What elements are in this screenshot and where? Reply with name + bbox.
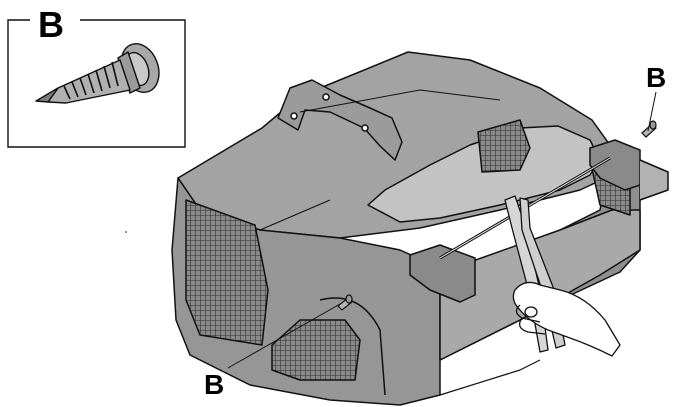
inset-detail: B (7, 4, 186, 148)
leader-line-bottom (227, 303, 341, 369)
inset-label: B (38, 4, 64, 45)
hand (512, 281, 621, 357)
label-screw-bottom: B (204, 369, 224, 400)
bracket-front (409, 244, 476, 303)
mesh-window-back (477, 119, 531, 173)
inset-frame (7, 19, 186, 148)
grass-collector (171, 51, 669, 406)
label-screw-right: B (646, 62, 666, 93)
mesh-window-left (185, 199, 269, 346)
front-bumper (319, 297, 386, 396)
screw-front (337, 294, 353, 311)
self-tapping-screw-icon (35, 43, 160, 104)
leader-line-right (647, 91, 657, 132)
screw-right (641, 120, 657, 138)
mesh-window-front (271, 319, 361, 381)
